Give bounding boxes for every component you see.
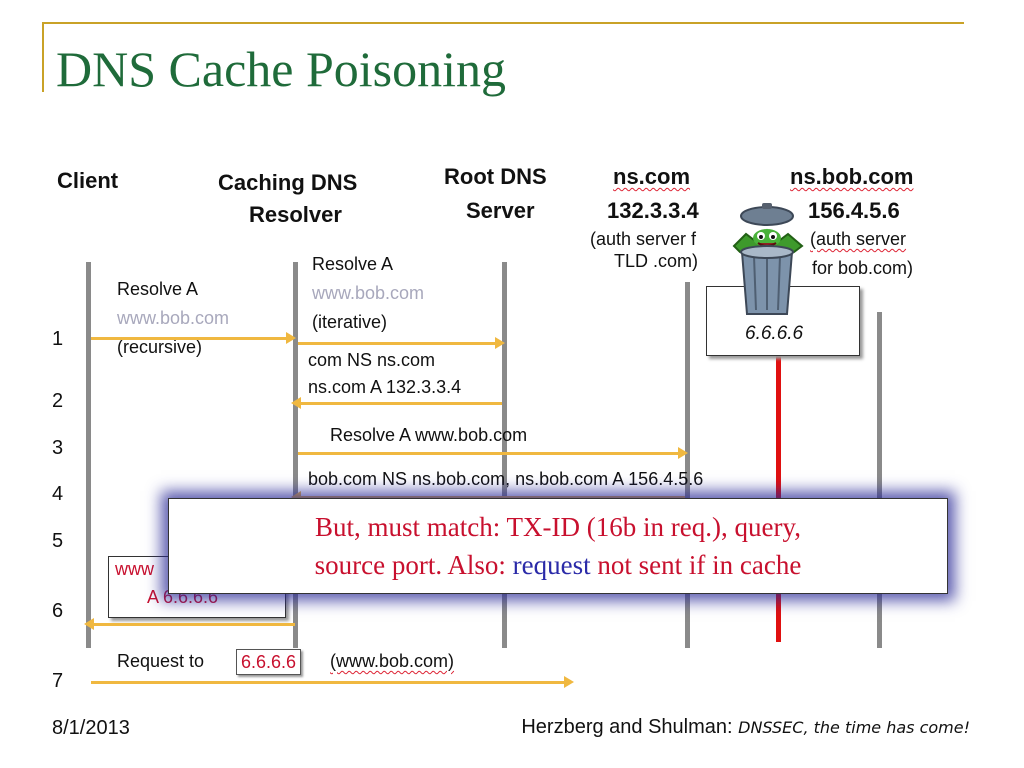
msg2-label-line2: www.bob.com <box>312 283 425 303</box>
msg5-arrow <box>291 491 685 503</box>
nscom-ip: 132.3.3.4 <box>607 198 699 223</box>
resolver-header-line2: Resolver <box>249 202 342 227</box>
root-header-line1: Root DNS <box>444 164 547 189</box>
row-number-3: 3 <box>52 437 64 459</box>
msg6-arrow <box>84 618 295 630</box>
frame-top-rule <box>42 22 964 24</box>
attacker-lifeline <box>776 340 781 642</box>
nsbob-desc-line1: (auth server <box>810 229 907 249</box>
msg4-label: Resolve A www.bob.com <box>330 425 528 445</box>
row-number-5: 5 <box>52 530 64 552</box>
root-lifeline <box>502 262 507 648</box>
msg4-arrow <box>298 447 688 459</box>
msg7-arrow <box>91 676 574 688</box>
row-number-4: 4 <box>52 483 64 505</box>
nscom-header: ns.com <box>613 164 691 189</box>
nsbob-desc-line2: for bob.com) <box>812 258 914 278</box>
caveat-line2: source port. Also: request not sent if i… <box>169 546 947 584</box>
nscom-desc-line2: TLD .com) <box>614 251 699 271</box>
attacker-ip: 6.6.6.6 <box>745 323 804 344</box>
msg3-arrow <box>291 397 502 409</box>
msg1-arrow <box>91 332 296 344</box>
forged-response-line1: www <box>115 559 154 579</box>
slide-title: DNS Cache Poisoning <box>56 41 506 97</box>
resolver-header-line1: Caching DNS <box>218 170 358 195</box>
caveat-line1: But, must match: TX-ID (16b in req.), qu… <box>315 512 801 542</box>
frame-left-rule <box>42 22 44 92</box>
caveat-request-word: request <box>512 550 591 580</box>
msg7-label-prefix: Request to <box>117 651 205 671</box>
nsbob-header: ns.bob.com <box>790 164 914 189</box>
nscom-lifeline <box>685 282 690 648</box>
caveat-note: But, must match: TX-ID (16b in req.), qu… <box>168 498 948 594</box>
caveat-line2-end: not sent if in cache <box>597 550 802 580</box>
msg2-arrow <box>298 337 505 349</box>
footer-credit: Herzberg and Shulman: DNSSEC, the time h… <box>521 716 970 739</box>
row-number-1: 1 <box>52 328 64 350</box>
root-header-line2: Server <box>466 198 535 223</box>
trash-can-monster-icon <box>732 203 804 315</box>
msg5-label: bob.com NS ns.bob.com, ns.bob.com A 156.… <box>308 469 704 489</box>
row-number-2: 2 <box>52 390 64 412</box>
msg7-label-suffix: (www.bob.com) <box>330 651 455 671</box>
msg2-label-line1: Resolve A <box>312 254 394 274</box>
msg2-label-line3: (iterative) <box>312 312 388 332</box>
footer-date: 8/1/2013 <box>52 717 130 739</box>
msg7-attacker-ip-box: 6.6.6.6 <box>236 649 302 675</box>
msg1-label-line2: www.bob.com <box>117 308 230 328</box>
msg3-label-line2: ns.com A 132.3.3.4 <box>308 377 462 397</box>
nscom-desc-line1: (auth server f <box>590 229 697 249</box>
caveat-line2-start: source port. Also: <box>314 550 506 580</box>
client-lifeline <box>86 262 91 648</box>
footer-authors: Herzberg and Shulman: <box>521 716 733 738</box>
nsbob-lifeline <box>877 312 882 648</box>
msg3-label-line1: com NS ns.com <box>308 350 436 370</box>
nsbob-ip: 156.4.5.6 <box>808 198 900 223</box>
footer-talk-title: DNSSEC, the time has come! <box>738 718 970 737</box>
resolver-lifeline <box>293 262 298 648</box>
msg1-label-line3: (recursive) <box>117 337 203 357</box>
row-number-6: 6 <box>52 600 64 622</box>
row-number-7: 7 <box>52 670 64 692</box>
msg1-label-line1: Resolve A <box>117 279 199 299</box>
client-header: Client <box>57 168 119 193</box>
